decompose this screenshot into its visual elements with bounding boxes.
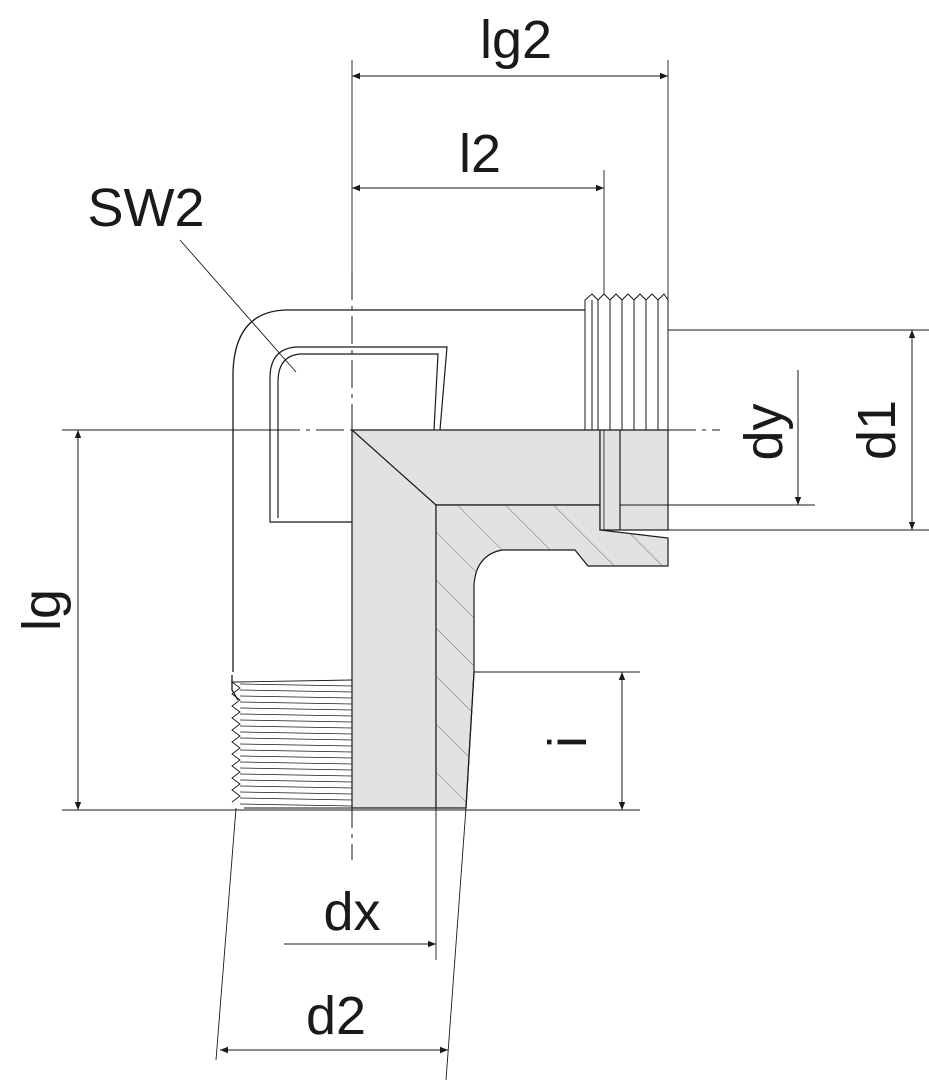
label-l2: l2 xyxy=(459,124,501,184)
section-view xyxy=(351,429,669,809)
dimension-labels: lg2 l2 SW2 dy d1 lg i dx d2 xyxy=(12,10,907,1046)
label-lg2: lg2 xyxy=(480,10,552,70)
bottom-thread xyxy=(230,679,353,809)
label-i: i xyxy=(538,736,598,748)
extension-lines xyxy=(62,60,929,1080)
label-dy: dy xyxy=(734,403,794,460)
centre-lines xyxy=(272,272,720,860)
label-lg: lg xyxy=(12,589,72,631)
label-sw2: SW2 xyxy=(87,178,204,238)
dimension-lines xyxy=(74,72,916,1054)
label-d1: d1 xyxy=(847,400,907,460)
side-thread xyxy=(584,293,669,430)
label-dx: dx xyxy=(323,882,380,942)
wrench-flat-outline xyxy=(269,346,448,523)
label-d2: d2 xyxy=(306,986,366,1046)
